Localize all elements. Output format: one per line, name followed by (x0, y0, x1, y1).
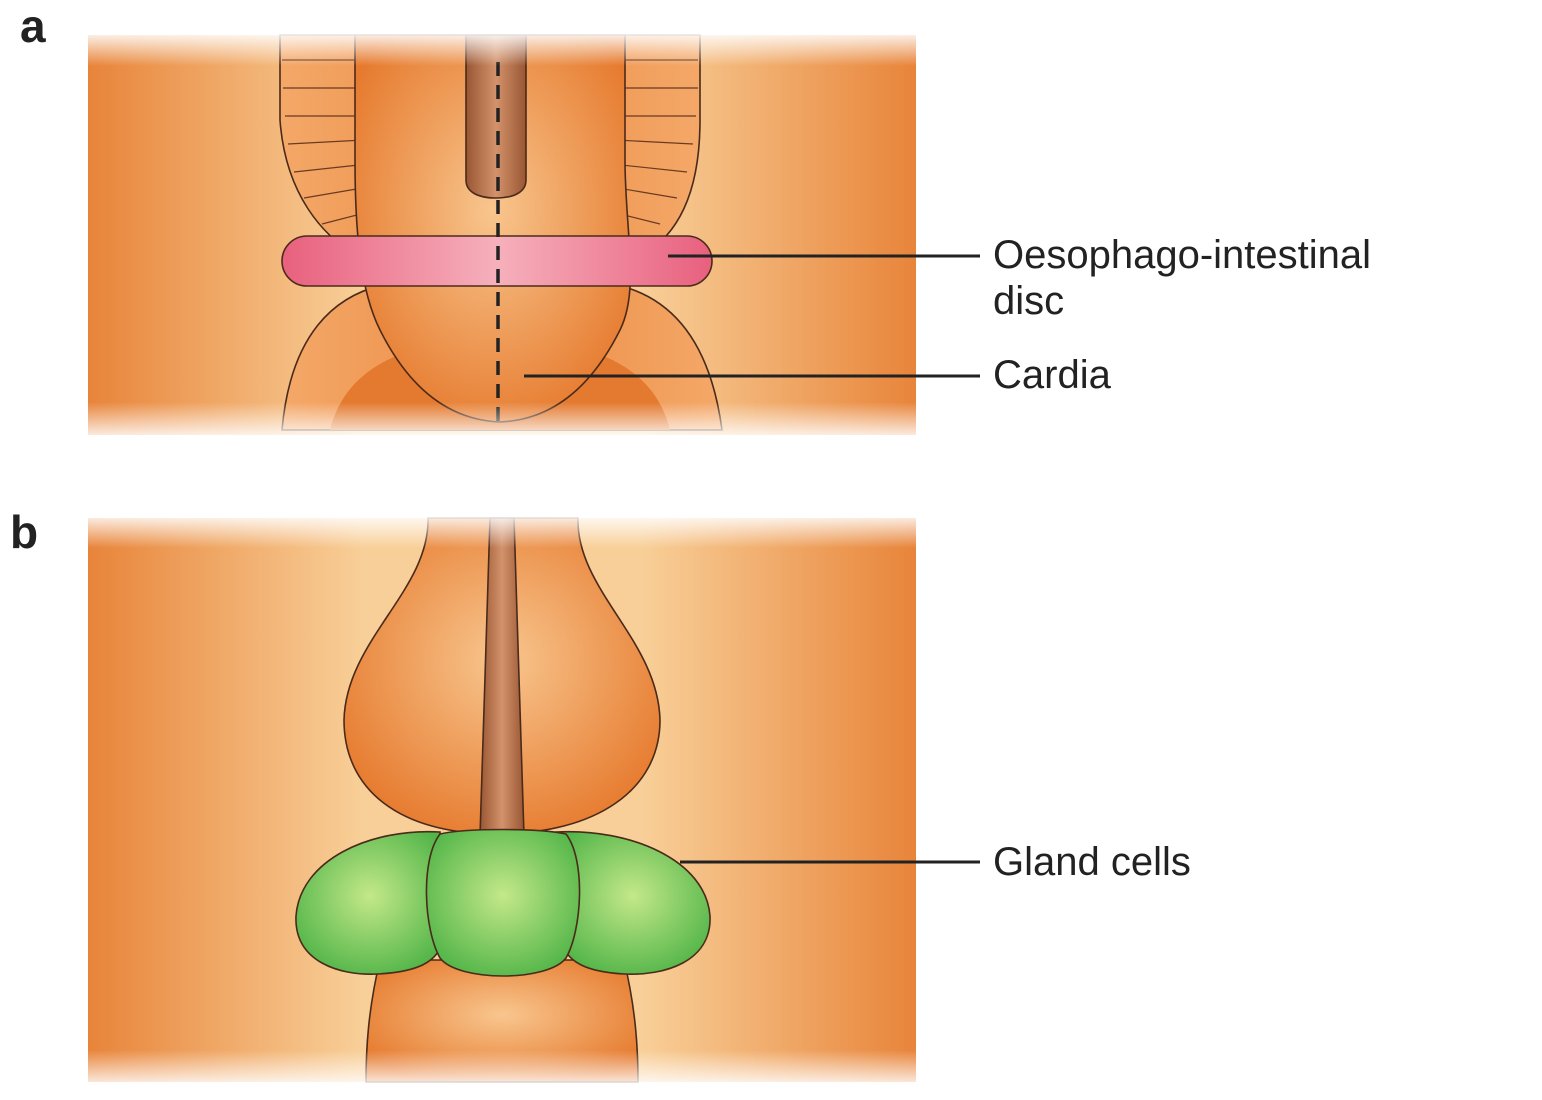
cardia-label: Cardia (993, 353, 1112, 397)
panel-b-letter: b (10, 506, 38, 558)
gland-cell-center (426, 830, 579, 977)
disc-label-line1: Oesophago-intestinal (993, 233, 1371, 277)
panel-a-bottom-fade (80, 402, 930, 442)
disc-label-line2: disc (993, 279, 1064, 323)
panel-a-letter: a (20, 0, 46, 52)
panel-a: a (20, 0, 1371, 442)
gland-cells (296, 830, 710, 977)
panel-b: b Gland cells (10, 506, 1191, 1090)
panel-b-top-fade (80, 512, 930, 548)
gland-cells-label: Gland cells (993, 840, 1191, 884)
panel-a-top-fade (80, 30, 930, 66)
panel-b-bottom-fade (80, 1050, 930, 1090)
